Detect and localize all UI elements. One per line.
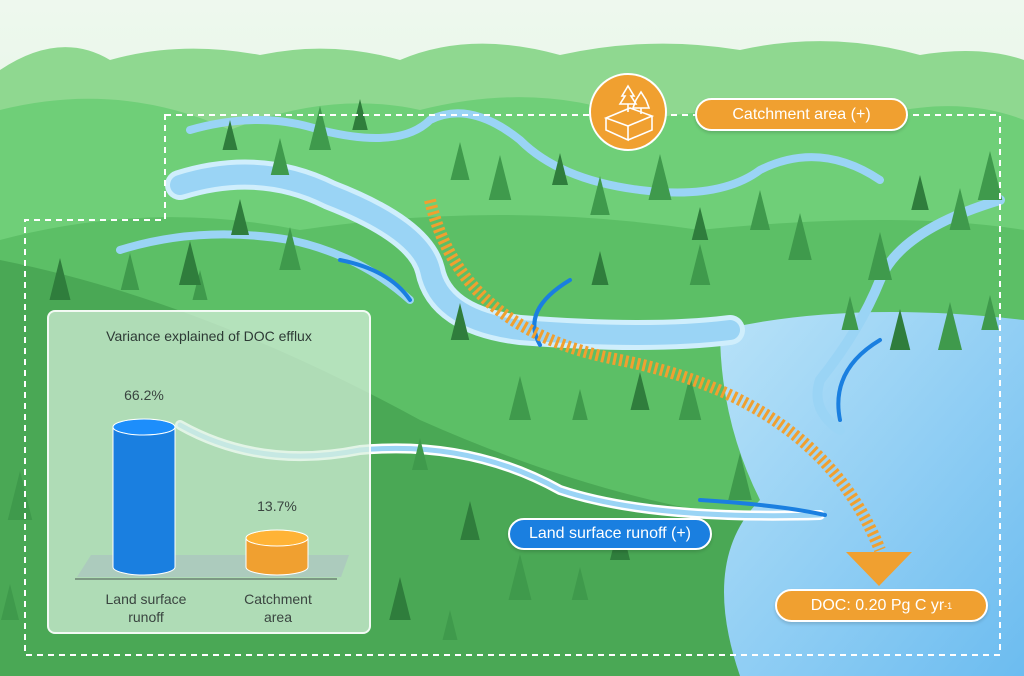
category-label: Land surface runoff — [71, 590, 221, 626]
bar — [245, 537, 309, 576]
tree — [571, 567, 589, 600]
tree — [222, 120, 238, 150]
tree — [231, 199, 249, 235]
tree — [309, 106, 331, 150]
tree — [7, 471, 33, 520]
tree — [981, 295, 999, 330]
tree — [552, 153, 568, 185]
tree — [49, 258, 71, 300]
tree — [841, 296, 859, 330]
tree — [728, 453, 752, 500]
category-label-line: Catchment — [244, 591, 312, 607]
tree — [179, 241, 201, 285]
flow-arrow — [532, 278, 572, 347]
tree — [678, 375, 702, 420]
tree — [460, 501, 480, 540]
tree — [488, 155, 512, 200]
tree — [352, 99, 368, 130]
bar-cap — [112, 418, 176, 436]
flow-arrow — [836, 338, 882, 422]
doc-flux-text: DOC: 0.20 Pg C yr — [810, 596, 945, 614]
tree — [442, 610, 458, 640]
lake — [720, 312, 1024, 676]
tree — [949, 188, 971, 230]
flow-arrow — [338, 258, 412, 302]
bar — [112, 426, 176, 576]
tree — [508, 554, 532, 600]
forest-trees — [1, 99, 1003, 640]
tree — [750, 190, 770, 230]
tree — [572, 389, 588, 420]
tree — [691, 207, 709, 240]
river-main-core — [170, 164, 740, 345]
tree — [868, 232, 892, 280]
category-label: Catchment area — [203, 590, 353, 626]
category-label-line: runoff — [128, 609, 164, 625]
tree — [270, 138, 290, 175]
tree — [120, 253, 140, 290]
tree — [591, 251, 609, 285]
flow-arrow — [698, 498, 827, 517]
bar-value-label: 66.2% — [124, 387, 164, 403]
river-east — [812, 195, 1005, 435]
tree — [689, 244, 711, 285]
category-label-line: Land surface — [105, 591, 187, 607]
tree — [630, 372, 650, 410]
bar-cap — [245, 529, 309, 547]
catchment-badge — [589, 73, 667, 151]
land-surface-runoff-label: Land surface runoff (+) — [508, 518, 712, 550]
doc-flux-exponent: -1 — [944, 600, 953, 611]
tree — [938, 302, 962, 350]
tree — [1, 584, 19, 620]
doc-arrowhead — [846, 552, 912, 586]
catchment-area-label: Catchment area (+) — [695, 98, 908, 131]
flow-arrows — [338, 258, 882, 517]
forest-block-icon — [603, 84, 655, 142]
tree — [788, 213, 812, 260]
tree — [389, 577, 411, 620]
bar-chart — [75, 418, 349, 580]
doc-flux-label: DOC: 0.20 Pg C yr-1 — [775, 589, 988, 622]
tree — [911, 175, 929, 210]
tree — [977, 151, 1003, 200]
tree — [648, 154, 672, 200]
chart-title: Variance explained of DOC efflux — [106, 328, 312, 344]
bar-value-label: 13.7% — [257, 498, 297, 515]
tree — [279, 227, 301, 270]
category-label-line: area — [263, 609, 293, 625]
tree — [450, 142, 470, 180]
variance-chart-panel: Variance explained of DOC efflux 66.2% 1… — [47, 310, 371, 634]
tree — [590, 176, 610, 215]
tree — [889, 309, 911, 350]
tree — [412, 438, 428, 470]
tree — [509, 376, 531, 420]
tree — [450, 303, 470, 340]
doc-flux-arrow — [424, 198, 886, 553]
